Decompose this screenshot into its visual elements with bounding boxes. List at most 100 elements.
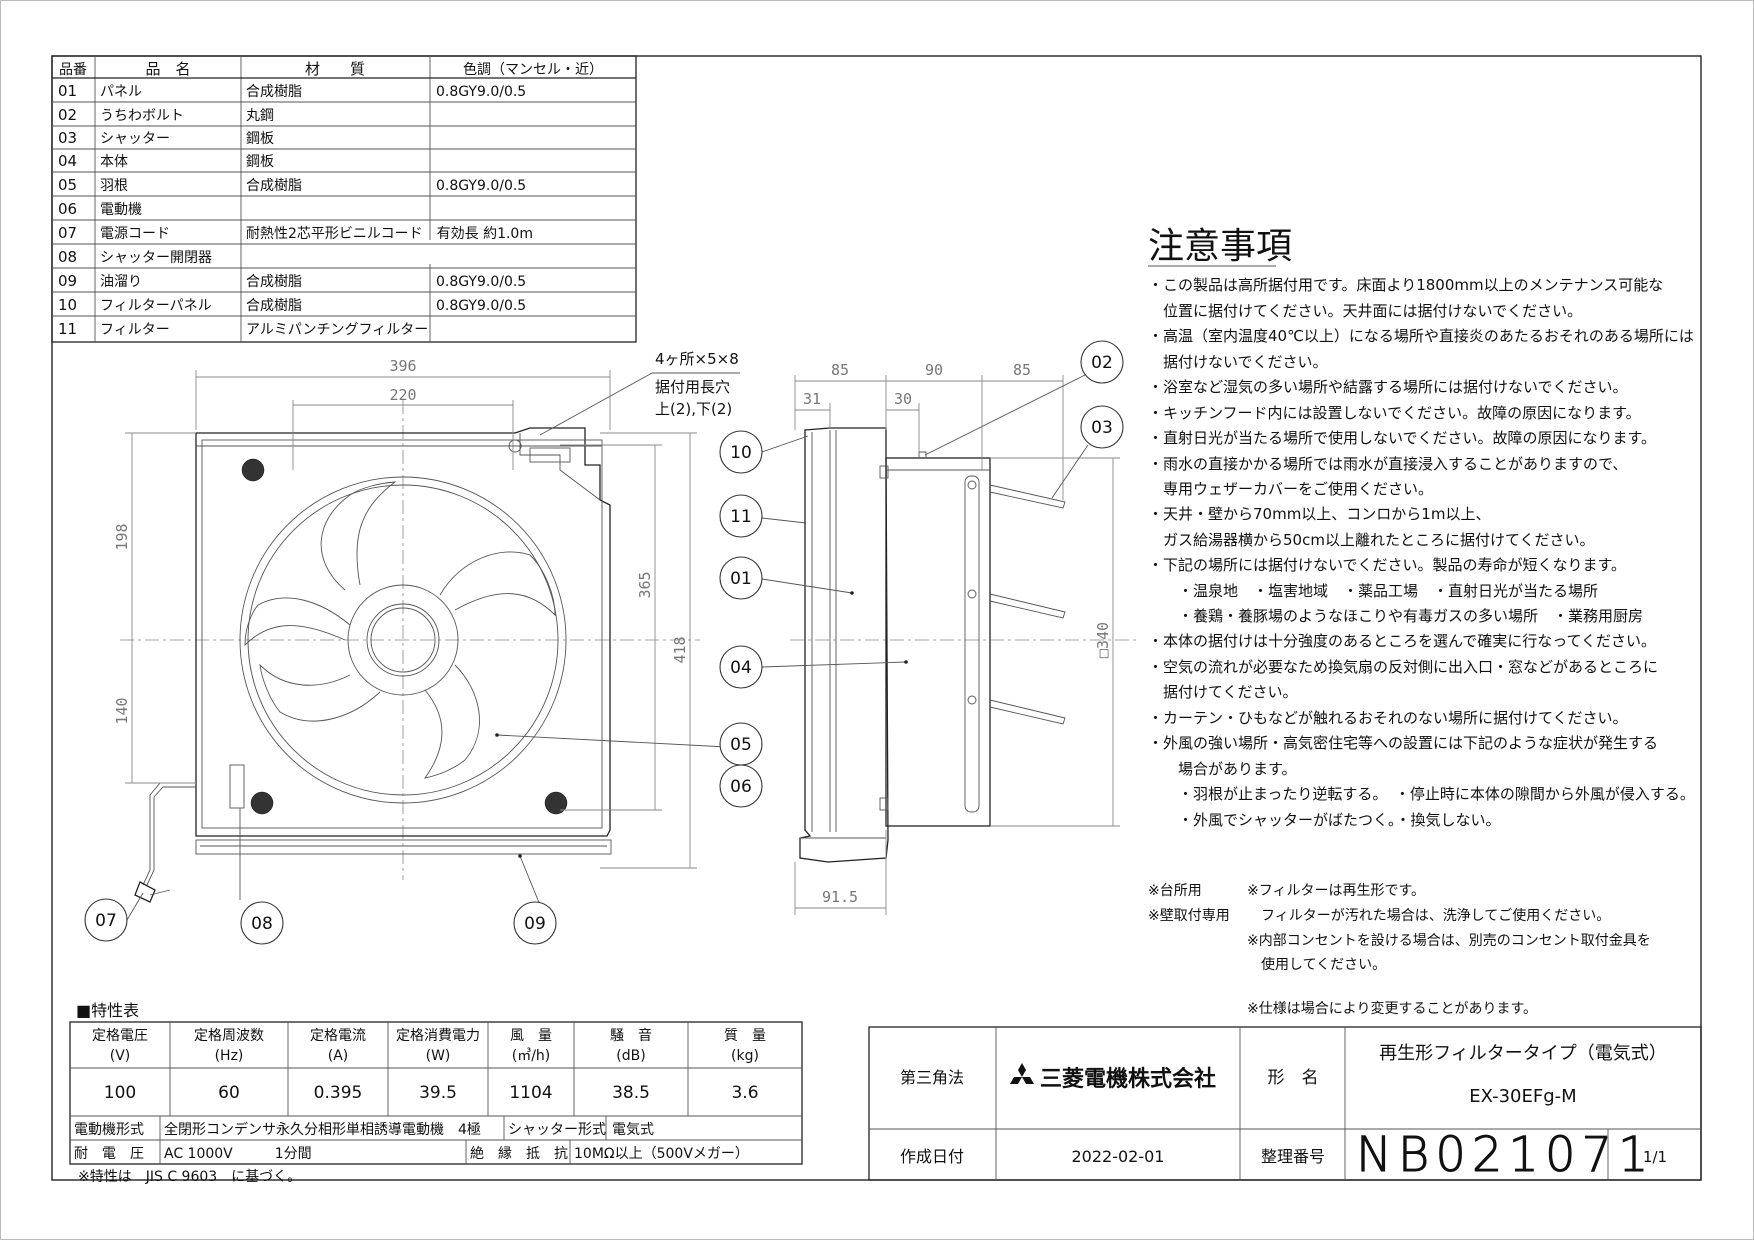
dim-396: 396 bbox=[389, 357, 416, 375]
front-view: 396 220 198 140 365 418 4ヶ所×5×8 据付用長穴 上(… bbox=[113, 350, 740, 921]
note-line: ・下記の場所には据付けないでください。製品の寿命が短くなります。 bbox=[1148, 556, 1626, 574]
number-label: 整理番号 bbox=[1261, 1147, 1325, 1166]
spec-motor-label: 電動機形式 bbox=[74, 1122, 144, 1138]
spec-v-voltage: 100 bbox=[104, 1083, 136, 1103]
filter-note: フィルターが汚れた場合は、洗浄してご使用ください。 bbox=[1247, 907, 1610, 924]
note-line: ・養鶏・養豚場のようなほこりや有毒ガスの多い場所 ・業務用厨房 bbox=[1148, 607, 1643, 625]
note-line: 専用ウェザーカバーをご使用ください。 bbox=[1148, 480, 1433, 498]
part-no-06: 06 bbox=[58, 200, 77, 218]
dim-90: 90 bbox=[925, 361, 943, 379]
note-line: ガス給湯器横から50cm以上離れたところに据付けてください。 bbox=[1148, 531, 1595, 549]
part-material-02: 丸鋼 bbox=[246, 108, 274, 124]
spec-h-mass: 質 量 bbox=[724, 1028, 766, 1044]
dim-140: 140 bbox=[113, 697, 131, 724]
part-material-09: 合成樹脂 bbox=[246, 274, 302, 290]
spec-h-power: 定格消費電力 bbox=[396, 1028, 480, 1044]
spec-v-mass: 3.6 bbox=[731, 1083, 758, 1103]
dim-91-5: 91.5 bbox=[822, 888, 858, 906]
spec-voltage-label: 耐 電 圧 bbox=[74, 1146, 144, 1162]
note-line: ・キッチンフード内には設置しないでください。故障の原因になります。 bbox=[1148, 404, 1641, 422]
sheet-number: 1/1 bbox=[1643, 1148, 1667, 1166]
note-line: ・この製品は高所据付用です。床面より1800mm以上のメンテナンス可能な bbox=[1148, 276, 1663, 294]
part-no-07: 07 bbox=[58, 224, 77, 242]
part-name-07: 電源コード bbox=[100, 226, 170, 242]
spec-voltage-value: AC 1000V 1分間 bbox=[164, 1146, 312, 1162]
spec-table: ■特性表 定格電圧 (V) 定格周波数 (Hz) 定格電流 (A) 定格消費電力… bbox=[69, 1001, 803, 1185]
part-no-10: 10 bbox=[58, 296, 77, 314]
note-line: ・空気の流れが必要なため換気扇の反対側に出入口・窓などがあるところに bbox=[1148, 658, 1658, 676]
callout-04: 04 bbox=[730, 658, 752, 678]
part-material-07: 耐熱性2芯平形ビニルコード 有効長 約1.0m bbox=[246, 226, 533, 242]
parts-header-material: 材 質 bbox=[305, 60, 365, 78]
spec-h-voltage: 定格電圧 bbox=[92, 1028, 148, 1044]
filter-note: ※内部コンセントを設ける場合は、別売のコンセント取付金具を bbox=[1247, 933, 1651, 949]
company-name: 三菱電機株式会社 bbox=[1040, 1066, 1216, 1092]
slot-note-1: 4ヶ所×5×8 bbox=[655, 350, 739, 368]
note-line: ・外風でシャッターがばたつく。・換気しない。 bbox=[1148, 811, 1501, 829]
part-name-11: フィルター bbox=[100, 322, 170, 338]
part-no-11: 11 bbox=[58, 320, 77, 338]
part-color-05: 0.8GY9.0/0.5 bbox=[436, 178, 526, 194]
part-material-01: 合成樹脂 bbox=[246, 84, 302, 100]
note-line: 場合があります。 bbox=[1148, 760, 1297, 778]
spec-h-power-unit: (W) bbox=[426, 1048, 451, 1064]
part-name-09: 油溜り bbox=[100, 274, 142, 290]
dim-85-left: 85 bbox=[831, 361, 849, 379]
callout-08: 08 bbox=[251, 914, 273, 934]
note-line: ・雨水の直接かかる場所では雨水が直接浸入することがありますので、 bbox=[1148, 455, 1627, 473]
drawing-number: NB021071 bbox=[1356, 1127, 1655, 1183]
part-color-01: 0.8GY9.0/0.5 bbox=[436, 84, 526, 100]
note-line: 据付けないでください。 bbox=[1148, 353, 1328, 371]
note-line: ・天井・壁から70mm以上、コンロから1m以上、 bbox=[1148, 505, 1490, 523]
spec-v-freq: 60 bbox=[218, 1083, 240, 1103]
spec-h-airflow: 風 量 bbox=[510, 1028, 552, 1044]
part-no-02: 02 bbox=[58, 106, 77, 124]
callout-11: 11 bbox=[730, 507, 752, 527]
part-name-02: うちわボルト bbox=[100, 108, 184, 124]
notes-title: 注意事項 bbox=[1148, 226, 1292, 267]
model-number: EX-30EFg-M bbox=[1469, 1086, 1576, 1107]
spec-h-airflow-unit: (㎥/h) bbox=[512, 1048, 551, 1064]
spec-shutter-value: 電気式 bbox=[612, 1122, 654, 1138]
note-line: 位置に据付けてください。天井面には据付けないでください。 bbox=[1148, 302, 1582, 320]
vent-grille-icon bbox=[241, 458, 568, 815]
parts-table: 品番 品 名 材 質 色調（マンセル・近） 01 パネル 合成樹脂 0.8GY9… bbox=[51, 55, 637, 343]
callout-06: 06 bbox=[730, 777, 752, 797]
part-material-03: 鋼板 bbox=[246, 131, 274, 147]
callout-02: 02 bbox=[1091, 353, 1113, 373]
spec-insulation-label: 絶 縁 抵 抗 bbox=[470, 1146, 568, 1162]
part-name-01: パネル bbox=[100, 84, 142, 100]
dim-418: 418 bbox=[671, 636, 689, 663]
part-material-10: 合成樹脂 bbox=[246, 298, 302, 314]
filter-note: 使用してください。 bbox=[1247, 956, 1386, 973]
date-value: 2022-02-01 bbox=[1072, 1147, 1165, 1166]
spec-v-airflow: 1104 bbox=[509, 1083, 552, 1103]
note-line: ・浴室など湿気の多い場所や結露する場所には据付けないでください。 bbox=[1148, 378, 1628, 396]
part-color-09: 0.8GY9.0/0.5 bbox=[436, 274, 526, 290]
projection-method: 第三角法 bbox=[900, 1068, 964, 1087]
part-no-03: 03 bbox=[58, 129, 77, 147]
note-line: ・本体の据付けは十分強度のあるところを選んで確実に行なってください。 bbox=[1148, 632, 1656, 650]
spec-h-current-unit: (A) bbox=[328, 1048, 349, 1064]
part-no-05: 05 bbox=[58, 176, 77, 194]
note-line: ・直射日光が当たる場所で使用しないでください。故障の原因になります。 bbox=[1148, 429, 1656, 447]
part-name-04: 本体 bbox=[100, 154, 128, 170]
spec-insulation-value: 10MΩ以上（500Vメガー） bbox=[574, 1146, 749, 1162]
spec-v-power: 39.5 bbox=[419, 1083, 457, 1103]
part-color-10: 0.8GY9.0/0.5 bbox=[436, 298, 526, 314]
spec-v-noise: 38.5 bbox=[612, 1083, 650, 1103]
dim-198: 198 bbox=[113, 523, 131, 550]
spec-change-note: ※仕様は場合により変更することがあります。 bbox=[1247, 1000, 1537, 1017]
callout-10: 10 bbox=[730, 443, 752, 463]
caution-notes: 注意事項 ・この製品は高所据付用です。床面より1800mm以上のメンテナンス可能… bbox=[1148, 226, 1695, 829]
dim-85-right: 85 bbox=[1013, 361, 1031, 379]
side-view: 85 90 85 31 30 □340 91.5 bbox=[761, 361, 1140, 915]
spec-h-noise: 騒 音 bbox=[610, 1027, 652, 1044]
spec-h-mass-unit: (kg) bbox=[731, 1048, 759, 1064]
note-line: ・羽根が止まったり逆転する。 ・停止時に本体の隙間から外風が侵入する。 bbox=[1148, 785, 1695, 803]
callout-07: 07 bbox=[95, 911, 117, 931]
callout-09: 09 bbox=[524, 914, 546, 934]
note-line: ・外風の強い場所・高気密住宅等への設置には下記のような症状が発生する bbox=[1148, 734, 1658, 752]
spec-h-noise-unit: (dB) bbox=[616, 1048, 645, 1064]
